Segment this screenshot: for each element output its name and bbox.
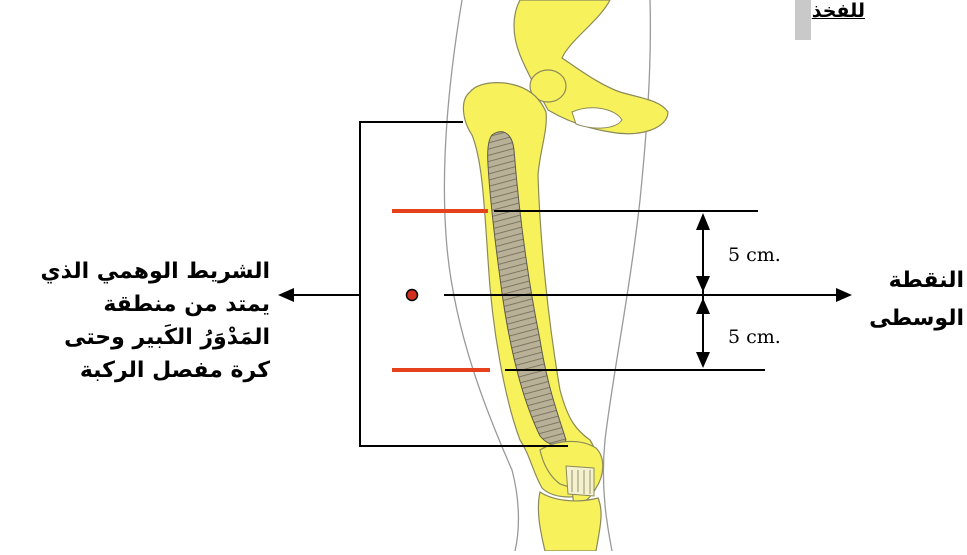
dim-arrow-mid-up (696, 298, 710, 314)
band-description-line: المَدْوَرُ الكَبير وحتى (8, 321, 270, 354)
band-description-line: يمتد من منطقة (8, 288, 270, 321)
corner-gray-bar (795, 0, 811, 40)
midpoint-label: النقطة الوسطى (872, 262, 964, 338)
dim-arrow-top-up (696, 213, 710, 230)
midpoint-label-line: النقطة (872, 262, 964, 300)
midpoint-dot (407, 290, 418, 301)
dim-arrow-bottom-down (696, 352, 710, 368)
midpoint-label-line: الوسطى (872, 300, 964, 338)
dim-arrow-mid-down (696, 276, 710, 292)
band-description-line: كرة مفصل الركبة (8, 354, 270, 387)
right-arrow-head (836, 288, 852, 302)
leg-outline-right (603, 0, 650, 551)
distance-label-top: 5 cm. (728, 244, 781, 266)
band-description-line: الشريط الوهمي الذي (8, 255, 270, 288)
band-description: الشريط الوهمي الذي يمتد من منطقة المَدْو… (8, 255, 270, 387)
corner-label: للفخذ (812, 0, 865, 22)
left-arrow-head (278, 288, 294, 302)
tibia-bone (538, 492, 601, 551)
distance-label-bottom: 5 cm. (728, 326, 781, 348)
